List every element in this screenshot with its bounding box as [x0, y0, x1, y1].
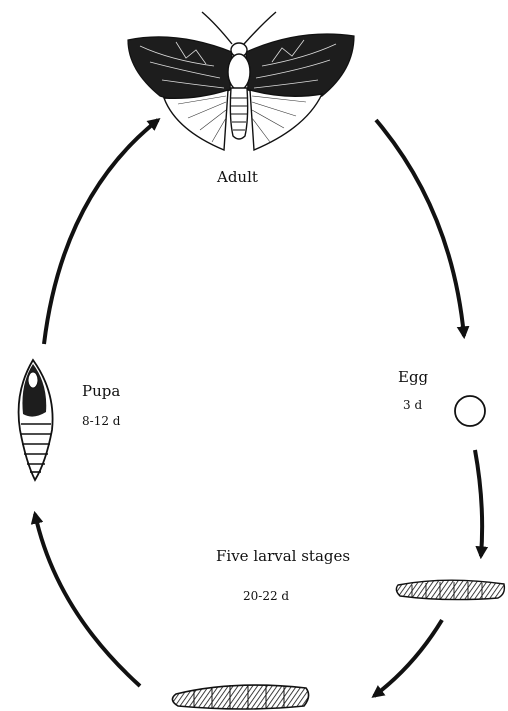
- pupa-duration: 8-12 d: [82, 415, 120, 427]
- egg-illustration: [455, 396, 485, 426]
- pupa-illustration: [19, 360, 53, 480]
- egg-label: Egg: [398, 370, 428, 385]
- egg-duration: 3 d: [403, 399, 422, 411]
- larval-stages-duration: 20-22 d: [243, 590, 289, 602]
- arrow-adult-to-egg: [376, 120, 464, 336]
- late-larva-illustration: [172, 685, 308, 709]
- larval-stages-label: Five larval stages: [216, 549, 350, 564]
- pupa-label: Pupa: [82, 384, 120, 399]
- early-larva-illustration: [396, 580, 504, 599]
- arrow-egg-to-larva: [475, 450, 482, 556]
- adult-label: Adult: [217, 170, 258, 185]
- arrow-pupa-to-adult: [44, 120, 158, 344]
- adult-moth-illustration: [128, 12, 354, 150]
- arrow-larva-to-late-larva: [374, 620, 442, 696]
- arrow-larva-to-pupa: [35, 514, 140, 686]
